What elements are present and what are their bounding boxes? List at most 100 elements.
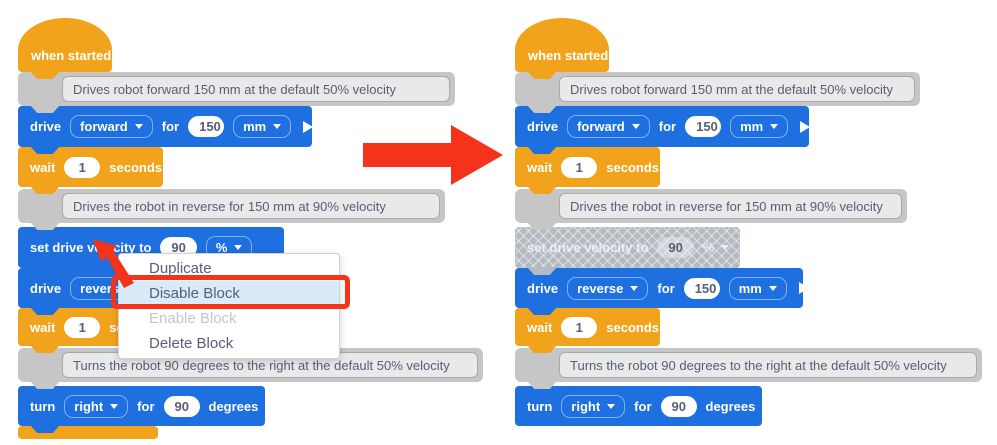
unit-label: degrees	[208, 398, 259, 414]
dropdown-value: mm	[243, 119, 267, 134]
menu-item-enable-block: Enable Block	[149, 310, 237, 327]
preposition-label: for	[658, 119, 677, 134]
set-drive-velocity-block-disabled[interactable]: set drive velocity to 90 %	[515, 227, 740, 275]
wait-time-input[interactable]: 1	[561, 316, 598, 338]
direction-dropdown[interactable]: reverse	[567, 276, 649, 300]
before-panel: when started Drives robot forward 150 mm…	[18, 0, 498, 445]
block-tab	[527, 71, 557, 79]
block-tab	[30, 222, 60, 230]
direction-dropdown[interactable]: right	[561, 394, 626, 418]
block-tab	[527, 105, 557, 113]
run-play-icon[interactable]	[800, 120, 811, 133]
preposition-label: for	[634, 398, 652, 414]
block-verb: drive	[527, 119, 559, 134]
distance-input[interactable]: 150	[683, 277, 720, 299]
distance-input[interactable]: 150	[685, 116, 722, 137]
wait-time-input[interactable]: 1	[561, 156, 598, 178]
block-tab	[30, 345, 60, 353]
preposition-label: for	[657, 280, 675, 296]
dropdown-value: mm	[740, 119, 764, 134]
wait-time-input[interactable]: 1	[64, 156, 101, 178]
unit-label: seconds	[109, 159, 163, 175]
block-verb: drive	[30, 119, 62, 134]
unit-label: seconds	[606, 319, 660, 335]
dropdown-caret-icon	[134, 124, 143, 129]
dropdown-value: right	[571, 398, 601, 414]
block-verb: wait	[527, 159, 553, 175]
dropdown-caret-icon	[630, 285, 639, 291]
dropdown-caret-icon	[721, 245, 730, 250]
direction-dropdown[interactable]: forward	[567, 115, 650, 138]
unit-dropdown[interactable]: mm	[730, 115, 789, 138]
dropdown-value: %	[702, 240, 715, 255]
unit-label: seconds	[606, 159, 660, 175]
comment-text: Drives robot forward 150 mm at the defau…	[559, 76, 915, 102]
comment-drive-reverse[interactable]: Drives the robot in reverse for 150 mm a…	[18, 189, 445, 230]
highlight-box-annotation	[111, 275, 350, 309]
run-play-icon[interactable]	[303, 120, 314, 133]
dropdown-caret-icon	[273, 124, 282, 129]
unit-dropdown[interactable]: mm	[233, 115, 292, 138]
wait-time-input[interactable]: 1	[64, 316, 101, 338]
block-tab	[30, 146, 60, 154]
distance-input[interactable]: 150	[188, 116, 225, 137]
menu-item-delete-block[interactable]: Delete Block	[149, 335, 234, 352]
transition-arrow-icon	[363, 125, 503, 185]
dropdown-caret-icon	[770, 124, 779, 129]
drive-forward-block[interactable]: drive forward for 150 mm	[18, 106, 314, 154]
unit-label: degrees	[705, 398, 756, 414]
block-verb: turn	[527, 398, 553, 414]
dropdown-caret-icon	[768, 285, 777, 291]
angle-input[interactable]: 90	[660, 395, 697, 417]
menu-item-disable-block[interactable]: Disable Block	[119, 281, 339, 306]
velocity-input[interactable]: 90	[160, 237, 197, 258]
angle-input[interactable]: 90	[163, 395, 200, 417]
block-tab	[527, 381, 557, 389]
unit-dropdown[interactable]: mm	[728, 276, 787, 300]
block-label: set drive velocity to	[30, 240, 152, 255]
comment-text: Drives the robot in reverse for 150 mm a…	[559, 193, 902, 219]
block-verb: drive	[30, 280, 62, 296]
comment-drive-forward[interactable]: Drives robot forward 150 mm at the defau…	[515, 72, 920, 113]
direction-dropdown[interactable]: right	[64, 394, 129, 418]
hat-label: when started	[31, 48, 112, 63]
comment-turn[interactable]: Turns the robot 90 degrees to the right …	[18, 348, 483, 389]
when-started-hat-block[interactable]: when started	[515, 18, 609, 79]
unit-dropdown[interactable]: %	[703, 240, 730, 255]
dropdown-caret-icon	[607, 403, 616, 409]
turn-block[interactable]: turn right for 90 degrees	[18, 386, 281, 433]
block-tab	[30, 71, 60, 79]
comment-drive-forward[interactable]: Drives robot forward 150 mm at the defau…	[18, 72, 455, 113]
dropdown-caret-icon	[234, 245, 243, 250]
preposition-label: for	[161, 119, 180, 134]
block-tab	[527, 307, 557, 315]
comment-drive-reverse[interactable]: Drives the robot in reverse for 150 mm a…	[515, 189, 907, 230]
block-verb: wait	[30, 319, 56, 335]
dropdown-value: %	[215, 240, 228, 255]
velocity-input[interactable]: 90	[657, 237, 694, 258]
run-play-icon[interactable]	[798, 282, 809, 294]
comment-turn[interactable]: Turns the robot 90 degrees to the right …	[515, 348, 982, 389]
block-tab	[30, 307, 60, 315]
menu-item-duplicate[interactable]: Duplicate	[149, 260, 212, 277]
block-verb: drive	[527, 280, 559, 296]
run-play-icon[interactable]	[767, 400, 778, 412]
block-label: set drive velocity to	[527, 240, 649, 255]
dropdown-value: right	[74, 398, 104, 414]
block-tab	[30, 186, 60, 194]
dropdown-value: forward	[577, 119, 625, 134]
block-tab	[30, 425, 60, 433]
preposition-label: for	[137, 398, 155, 414]
comment-text: Drives robot forward 150 mm at the defau…	[62, 76, 450, 102]
direction-dropdown[interactable]: forward	[70, 115, 153, 138]
run-play-icon[interactable]	[270, 400, 281, 412]
block-tab	[30, 267, 60, 275]
drive-forward-block[interactable]: drive forward for 150 mm	[515, 106, 811, 154]
dropdown-value: reverse	[577, 280, 624, 296]
when-started-hat-block[interactable]: when started	[18, 18, 112, 79]
after-panel: when started Drives robot forward 150 mm…	[515, 0, 997, 445]
turn-block[interactable]: turn right for 90 degrees	[515, 386, 778, 426]
drive-reverse-block[interactable]: drive reverse for 150 mm	[515, 268, 809, 315]
block-tab	[30, 381, 60, 389]
